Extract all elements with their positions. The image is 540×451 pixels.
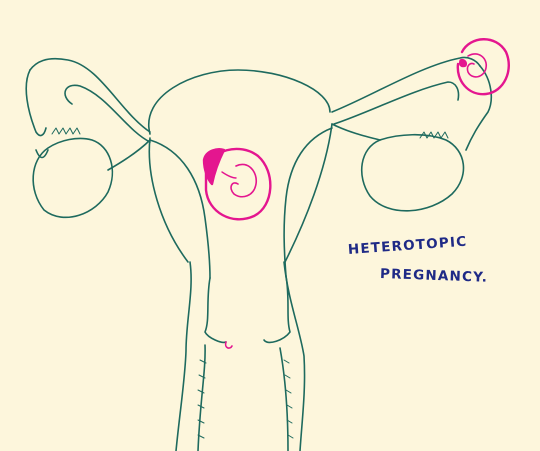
- vaginal-rugae-right: [284, 360, 293, 438]
- uterus-right-wall: [285, 124, 332, 262]
- left-fimbria: [26, 70, 48, 158]
- left-ovarian-ligament: [108, 140, 150, 170]
- intrauterine-embryo-cord: [222, 172, 236, 178]
- right-fimbria: [466, 66, 491, 150]
- diagram-label: HETEROTOPIC PREGNANCY.: [348, 238, 528, 286]
- uterine-cavity-left: [150, 140, 210, 278]
- right-ovarian-ligament: [332, 124, 380, 140]
- intrauterine-pregnancy: [204, 149, 270, 219]
- ectopic-embryo: [467, 54, 486, 77]
- ectopic-pregnancy: [458, 39, 509, 94]
- cervix-right: [264, 276, 290, 342]
- uterine-cavity-right: [284, 128, 332, 276]
- right-ovary: [362, 135, 464, 211]
- left-tube-lower: [65, 85, 150, 142]
- ectopic-implantation: [459, 59, 466, 66]
- uterine-fundus: [149, 70, 330, 134]
- uterus-left-wall: [149, 138, 188, 262]
- cervix-lip-left: [226, 342, 232, 348]
- left-fimbria-fringe: [52, 128, 80, 134]
- left-ovary: [33, 138, 112, 217]
- label-pregnancy: PREGNANCY.: [380, 262, 529, 291]
- left-tube-upper: [30, 59, 150, 132]
- vagina-left-outer: [176, 262, 191, 451]
- vagina-right-inner: [280, 348, 288, 451]
- intrauterine-embryo: [231, 164, 256, 196]
- cervix-left: [205, 278, 226, 342]
